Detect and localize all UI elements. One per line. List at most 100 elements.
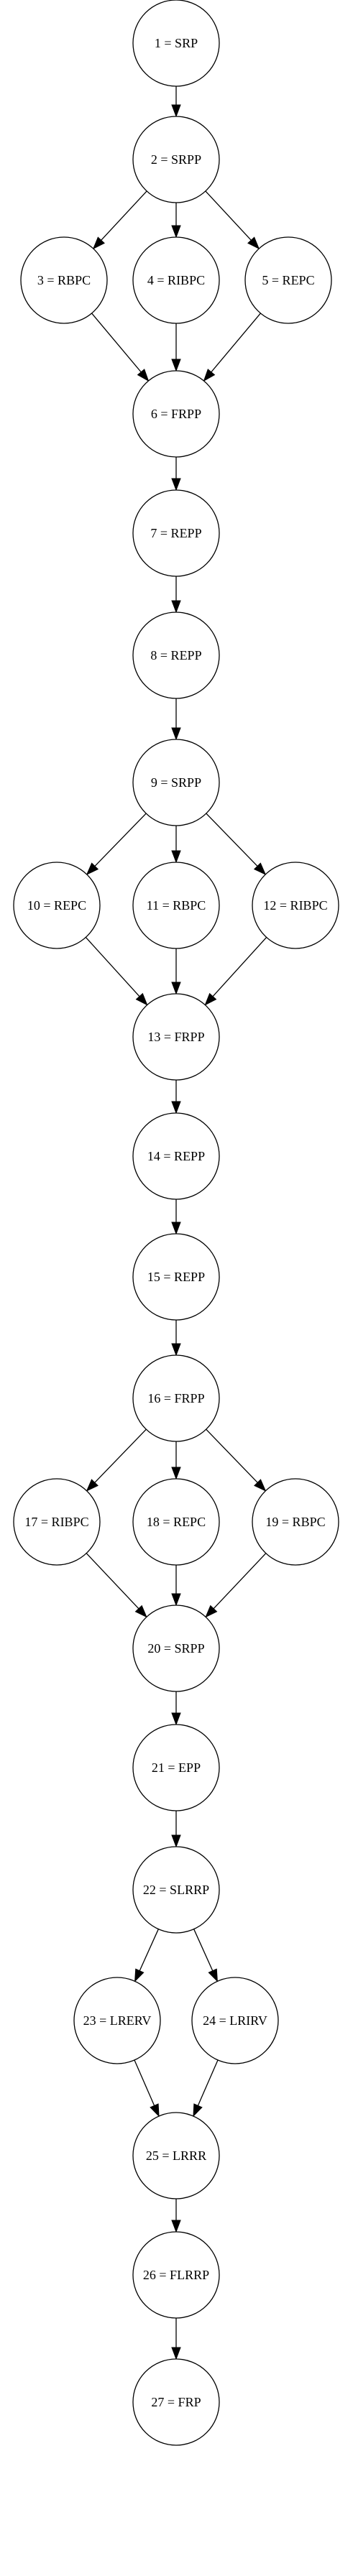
arrowhead-icon bbox=[204, 992, 217, 1006]
arrowhead-icon bbox=[193, 2103, 203, 2118]
edge-n26-to-n27 bbox=[171, 2318, 181, 2360]
edge-line bbox=[134, 2059, 155, 2106]
edge-line bbox=[212, 937, 267, 997]
node-n2: 2 = SRPP bbox=[132, 116, 220, 203]
node-n27: 27 = FRP bbox=[132, 2358, 220, 2446]
node-label: 9 = SRPP bbox=[151, 775, 201, 790]
node-label: 24 = LRIRV bbox=[203, 2013, 267, 2028]
edges-layer bbox=[85, 86, 267, 2360]
arrowhead-icon bbox=[254, 1479, 267, 1492]
edge-line bbox=[94, 813, 147, 867]
edge-n5-to-n6 bbox=[203, 313, 261, 382]
node-label: 8 = REPP bbox=[150, 648, 201, 663]
edge-n12-to-n13 bbox=[204, 937, 267, 1006]
node-n3: 3 = RBPC bbox=[20, 236, 108, 324]
edge-n3-to-n6 bbox=[91, 313, 150, 382]
node-circle bbox=[132, 611, 220, 699]
arrowhead-icon bbox=[171, 727, 181, 741]
edge-n11-to-n13 bbox=[171, 948, 181, 995]
node-n15: 15 = REPP bbox=[132, 1233, 220, 1321]
edge-n19-to-n20 bbox=[205, 1553, 267, 1618]
node-circle bbox=[132, 1478, 220, 1566]
arrowhead-icon bbox=[171, 1101, 181, 1114]
node-n19: 19 = RBPC bbox=[252, 1478, 339, 1566]
node-circle bbox=[20, 236, 108, 324]
arrowhead-icon bbox=[86, 862, 99, 875]
edge-line bbox=[139, 1929, 159, 1971]
edge-n16-to-n18 bbox=[171, 1441, 181, 1480]
node-circle bbox=[191, 1977, 279, 2064]
node-n12: 12 = RIBPC bbox=[252, 862, 339, 949]
node-n20: 20 = SRPP bbox=[132, 1605, 220, 1692]
node-n13: 13 = FRPP bbox=[132, 993, 220, 1081]
node-label: 5 = REPC bbox=[262, 273, 314, 287]
arrowhead-icon bbox=[134, 1968, 145, 1982]
edge-n21-to-n22 bbox=[171, 1811, 181, 1848]
node-label: 7 = REPP bbox=[150, 526, 201, 540]
edge-line bbox=[205, 190, 252, 241]
node-circle bbox=[132, 1724, 220, 1811]
arrowhead-icon bbox=[171, 478, 181, 491]
node-n21: 21 = EPP bbox=[132, 1724, 220, 1811]
node-label: 22 = SLRRP bbox=[143, 1883, 209, 1897]
arrowhead-icon bbox=[171, 2347, 181, 2360]
arrowhead-icon bbox=[203, 369, 216, 382]
node-n17: 17 = RIBPC bbox=[13, 1478, 101, 1566]
arrowhead-icon bbox=[171, 982, 181, 995]
edge-n10-to-n13 bbox=[85, 937, 148, 1006]
edge-n2-to-n5 bbox=[205, 190, 260, 250]
node-n11: 11 = RBPC bbox=[132, 862, 220, 949]
arrowhead-icon bbox=[171, 1343, 181, 1357]
nodes-layer: 1 = SRP 2 = SRPP 3 = RBPC 4 = RIBPC 5 = REPC… bbox=[13, 0, 339, 2446]
arrowhead-icon bbox=[171, 225, 181, 239]
arrowhead-icon bbox=[171, 2220, 181, 2233]
node-circle bbox=[13, 1478, 101, 1566]
node-n6: 6 = FRPP bbox=[132, 370, 220, 458]
node-n9: 9 = SRPP bbox=[132, 739, 220, 826]
arrowhead-icon bbox=[171, 1834, 181, 1848]
node-circle bbox=[252, 862, 339, 949]
node-circle bbox=[132, 1846, 220, 1934]
edge-n9-to-n10 bbox=[86, 813, 147, 875]
node-circle bbox=[132, 862, 220, 949]
node-label: 27 = FRP bbox=[151, 2395, 201, 2409]
edge-line bbox=[86, 1553, 139, 1610]
edge-n18-to-n20 bbox=[171, 1565, 181, 1607]
arrowhead-icon bbox=[171, 1593, 181, 1607]
edge-n7-to-n8 bbox=[171, 576, 181, 614]
node-circle bbox=[73, 1977, 161, 2064]
node-circle bbox=[13, 862, 101, 949]
arrowhead-icon bbox=[150, 2103, 160, 2118]
arrowhead-icon bbox=[171, 1222, 181, 1235]
node-circle bbox=[132, 116, 220, 203]
node-n18: 18 = REPC bbox=[132, 1478, 220, 1566]
node-n23: 23 = LRERV bbox=[73, 1977, 161, 2064]
edge-n22-to-n24 bbox=[193, 1929, 218, 1982]
arrowhead-icon bbox=[171, 600, 181, 614]
arrowhead-icon bbox=[171, 850, 181, 864]
node-label: 18 = REPC bbox=[147, 1515, 206, 1529]
arrowhead-icon bbox=[135, 992, 148, 1006]
edge-line bbox=[211, 313, 261, 373]
edge-line bbox=[101, 190, 147, 241]
node-n1: 1 = SRP bbox=[132, 0, 220, 87]
node-label: 2 = SRPP bbox=[151, 152, 201, 167]
edge-n24-to-n25 bbox=[193, 2059, 219, 2118]
node-circle bbox=[132, 2112, 220, 2199]
edge-n25-to-n26 bbox=[171, 2199, 181, 2233]
arrowhead-icon bbox=[208, 1968, 218, 1982]
edge-n16-to-n17 bbox=[86, 1428, 147, 1492]
node-circle bbox=[132, 739, 220, 826]
node-label: 13 = FRPP bbox=[147, 1030, 204, 1044]
edge-line bbox=[206, 813, 258, 867]
node-circle bbox=[132, 489, 220, 577]
node-label: 10 = REPC bbox=[27, 898, 86, 913]
edge-n9-to-n11 bbox=[171, 826, 181, 864]
node-label: 17 = RIBPC bbox=[24, 1515, 88, 1529]
arrowhead-icon bbox=[205, 1605, 218, 1618]
node-n8: 8 = REPP bbox=[132, 611, 220, 699]
node-n4: 4 = RIBPC bbox=[132, 236, 220, 324]
node-circle bbox=[132, 2358, 220, 2446]
node-circle bbox=[244, 236, 332, 324]
node-n7: 7 = REPP bbox=[132, 489, 220, 577]
